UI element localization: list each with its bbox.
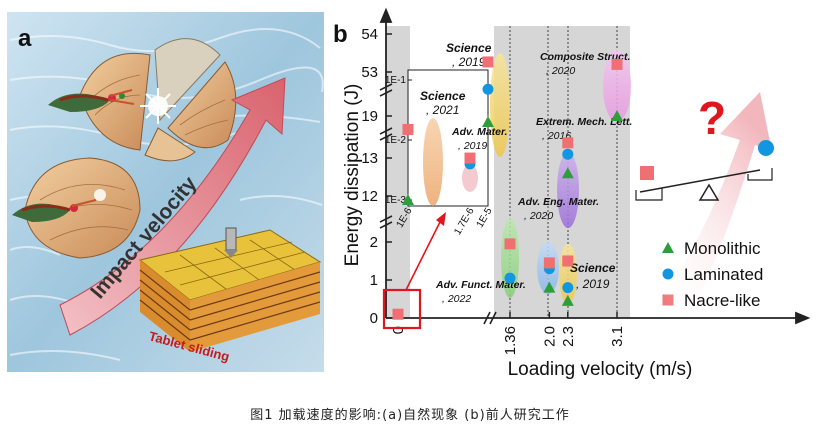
inset-x-tick-label: 1E-5 xyxy=(475,206,495,230)
tablet-block: Tablet sliding xyxy=(138,227,322,364)
annotation-year: , 2019 xyxy=(458,140,487,152)
x-axis-label: Loading velocity (m/s) xyxy=(508,359,693,380)
y-tick-label: 12 xyxy=(361,188,378,205)
annotation-year: , 2019 xyxy=(452,55,486,69)
monolithic-marker xyxy=(561,294,574,306)
balance-laminated-circle xyxy=(758,140,774,156)
y-tick-label: 53 xyxy=(361,64,378,81)
laminated-marker xyxy=(482,83,494,95)
nacre-like-marker xyxy=(611,58,623,70)
question-mark: ? xyxy=(698,92,726,144)
y-tick-label: 2 xyxy=(370,234,378,251)
figure-caption: 图1 加载速度的影响:(a)自然现象 (b)前人研究工作 xyxy=(250,408,570,423)
annotation-journal: Science xyxy=(446,41,492,55)
monolithic-marker xyxy=(543,281,556,293)
y-tick-label: 1 xyxy=(370,272,378,289)
annotation-journal: Adv. Mater. xyxy=(451,126,508,138)
x-tick-label: 1.36 xyxy=(502,326,519,355)
annotation-year: , 2020 xyxy=(524,210,553,222)
laminated-marker xyxy=(562,148,574,160)
annotation-year: , 2022 xyxy=(442,293,471,305)
y-tick-label: 19 xyxy=(361,108,378,125)
nacre-like-marker xyxy=(562,255,574,267)
y-tick-label: 13 xyxy=(361,150,378,167)
monolithic-marker xyxy=(561,167,574,179)
shade-left xyxy=(386,26,410,318)
inset-y-tick-label: 1E-1 xyxy=(385,75,407,86)
monolithic-marker xyxy=(482,115,494,127)
inset-x-tick-label: 1.7E-6 xyxy=(452,206,476,237)
laminated-marker xyxy=(562,282,574,294)
panel-a-label: a xyxy=(18,25,32,52)
laminated-marker xyxy=(504,272,516,284)
nacre-like-marker xyxy=(482,56,494,68)
annotation-journal: Composite Struct. xyxy=(540,51,631,63)
annotation-journal: Science xyxy=(420,89,466,103)
inset-y-tick-label: 1E-2 xyxy=(385,135,407,146)
nacre-like-marker xyxy=(392,308,404,320)
nacre-like-marker xyxy=(402,123,414,135)
balance-illustration: ? xyxy=(635,92,774,312)
balance-nacre-square xyxy=(640,166,654,180)
zero-highlight xyxy=(382,212,446,330)
panel-b-label: b xyxy=(333,21,348,48)
x-tick-label: 0 xyxy=(390,326,407,334)
monolithic-marker xyxy=(402,194,414,205)
lower-shell xyxy=(24,157,141,259)
data-ovals xyxy=(423,50,631,304)
legend-label: Nacre-like xyxy=(684,291,761,310)
nacre-like-marker xyxy=(504,238,516,250)
legend-label: Laminated xyxy=(684,265,763,284)
x-tick-label: 3.1 xyxy=(609,326,626,347)
inset-y-tick-label: 1E-3 xyxy=(385,195,407,206)
annotation-year: , 2021 xyxy=(426,103,459,117)
annotation-year: , 2020 xyxy=(546,65,575,77)
axes xyxy=(379,7,811,325)
legend-label: Monolithic xyxy=(684,239,761,258)
figure: a xyxy=(7,7,811,380)
mantis-shrimp-icon xyxy=(48,89,135,112)
y-tick-label: 0 xyxy=(370,310,378,327)
nacre-like-marker xyxy=(543,257,555,269)
annotation-journal: Adv. Eng. Mater. xyxy=(517,196,599,208)
monolithic-marker xyxy=(611,110,623,121)
annotation-journal: Adv. Funct. Mater. xyxy=(435,279,526,291)
nacre-like-marker xyxy=(464,152,476,164)
y-axis-label: Energy dissipation (J) xyxy=(342,84,363,267)
upper-shell xyxy=(79,38,237,162)
x-tick-label: 2.3 xyxy=(560,326,577,347)
legend-laminated-marker xyxy=(662,268,674,280)
panel-b: b xyxy=(333,7,811,380)
nacre-like-marker xyxy=(562,137,574,149)
annotation-journal: Science xyxy=(570,261,616,275)
annotation-year: , 2019 xyxy=(576,277,610,291)
panel-a: a xyxy=(7,12,324,372)
mantis-shrimp-icon xyxy=(12,199,97,222)
annotation-journal: Extrem. Mech. Lett. xyxy=(536,116,632,128)
y-tick-label: 54 xyxy=(361,26,378,43)
x-tick-label: 2.0 xyxy=(541,326,558,347)
legend-monolithic-marker xyxy=(662,242,674,253)
